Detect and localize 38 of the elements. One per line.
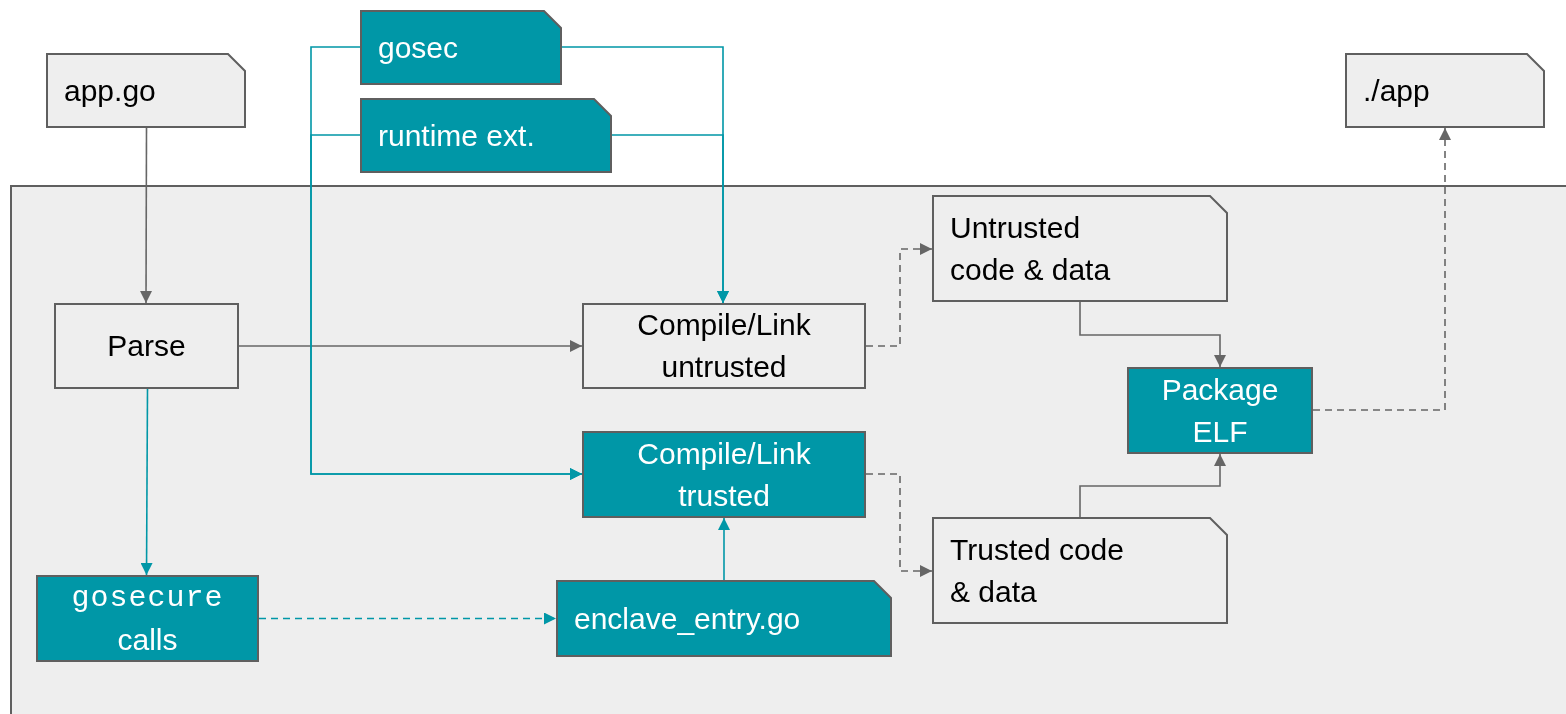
document-shape [556,580,892,657]
node-label: Untrusted code & data [950,209,1112,288]
arrow [1079,301,1226,368]
arrow [140,388,153,576]
node-label: Parse [107,328,186,364]
dashed-arrow [1312,127,1451,411]
node-label: app.go [64,72,156,109]
document-shape [46,53,246,128]
arrow [310,134,583,480]
document-shape [932,195,1228,302]
process-box [582,303,866,389]
dashed-arrow [865,473,933,577]
process-box [582,431,866,518]
process-box [54,303,239,389]
node-label: enclave_entry.go [574,600,801,637]
node-label: Compile/Link untrusted [636,307,812,385]
document-shape [360,98,612,173]
arrow [140,127,153,304]
node-label: calls [117,621,178,658]
dashed-arrow [258,612,557,625]
process-box [36,575,259,662]
document-shape [1345,53,1545,128]
node-label: gosec [378,29,459,66]
process-box [1127,367,1313,454]
node-label: runtime ext. [378,117,535,154]
node-label: ./app [1363,72,1430,109]
node-label: Compile/Link trusted [636,435,812,514]
arrow [1079,453,1226,518]
node-label: gosecure [71,579,224,617]
arrow [611,134,729,304]
document-shape [932,517,1228,624]
document-shape [360,10,562,85]
arrow [718,517,730,581]
container-panel [10,185,1566,714]
node-label: Package ELF [1160,371,1280,450]
arrow [238,340,583,352]
node-label: Trusted code & data [950,531,1125,610]
dashed-arrow [865,243,933,347]
